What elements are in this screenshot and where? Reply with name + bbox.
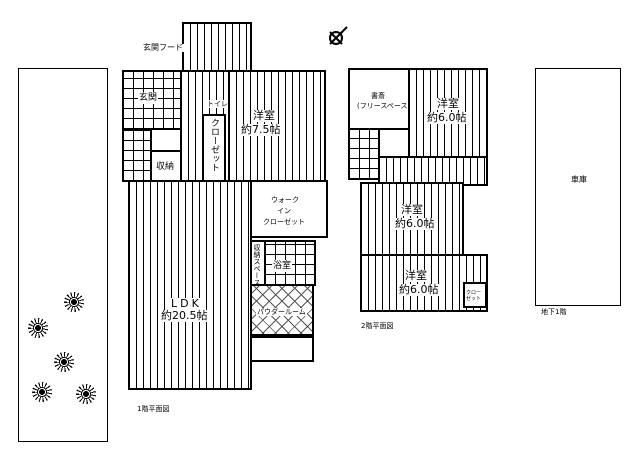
hall-2f bbox=[378, 156, 488, 186]
study-name: 書斎 bbox=[370, 92, 386, 100]
room-b-name: 洋室 bbox=[400, 203, 424, 216]
ldk-size: 約20.5帖 bbox=[160, 309, 209, 322]
storage-space-label: 収納スペース bbox=[253, 244, 261, 286]
storage-label: 収納 bbox=[155, 161, 176, 173]
stairs bbox=[122, 128, 152, 182]
shrub-icon bbox=[64, 292, 84, 312]
wic-label-1: ウォーク bbox=[270, 196, 300, 204]
room-c-name: 洋室 bbox=[404, 269, 428, 282]
wic-label-3: クローゼット bbox=[262, 218, 306, 226]
western-room-1f-size: 約7.5帖 bbox=[240, 123, 282, 136]
closet-label: クローゼット bbox=[209, 118, 219, 172]
western-room-1f-name: 洋室 bbox=[252, 109, 276, 122]
kitchen-counter bbox=[250, 336, 314, 362]
entrance-hood-label: 玄関フード bbox=[142, 43, 184, 52]
shrub-icon bbox=[32, 382, 52, 402]
ldk-name: LDK bbox=[170, 297, 203, 310]
entrance-label: 玄関 bbox=[138, 92, 159, 104]
garage bbox=[535, 68, 621, 306]
garden-area bbox=[18, 68, 108, 442]
basement-caption: 地下1階 bbox=[540, 308, 568, 316]
room-a-name: 洋室 bbox=[436, 97, 460, 110]
room-a-size: 約6.0帖 bbox=[426, 111, 468, 124]
garage-label: 車庫 bbox=[570, 175, 588, 184]
shrub-icon bbox=[76, 384, 96, 404]
entrance-hood bbox=[182, 22, 252, 72]
room-c-size: 約6.0帖 bbox=[398, 283, 440, 296]
closet-2f-label: クローゼット bbox=[465, 290, 485, 302]
wic-label-2: イン bbox=[276, 207, 292, 215]
ldk bbox=[128, 180, 252, 390]
shrub-icon bbox=[28, 318, 48, 338]
study-sub: (フリースペース) bbox=[356, 102, 412, 110]
toilet-label: トイレ bbox=[206, 100, 229, 108]
shrub-icon bbox=[54, 352, 74, 372]
floor1-caption: 1階平面図 bbox=[136, 405, 171, 413]
bathroom-label: 浴室 bbox=[272, 260, 293, 272]
closet bbox=[202, 114, 226, 182]
powder-room-label: パウダールーム bbox=[256, 308, 307, 316]
compass-icon bbox=[326, 26, 348, 48]
stairs-2f bbox=[348, 128, 380, 180]
floor2-caption: 2階平面図 bbox=[360, 322, 395, 330]
room-b-size: 約6.0帖 bbox=[394, 217, 436, 230]
